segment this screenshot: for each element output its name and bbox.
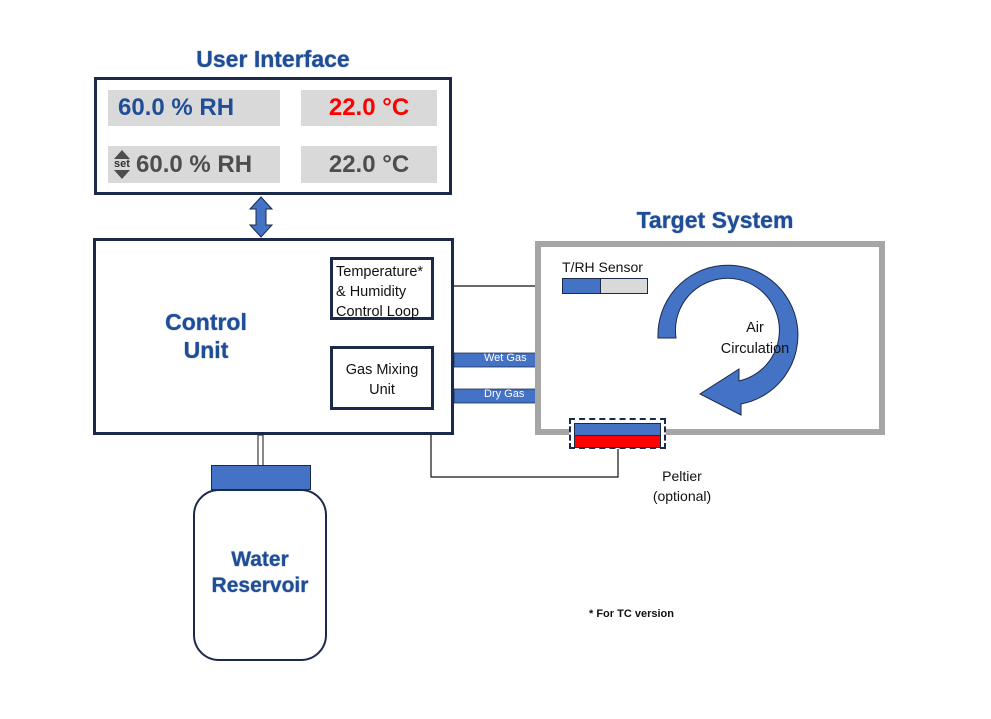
control-loop-line2: & Humidity: [336, 284, 407, 300]
peltier-label: Peltier (optional): [636, 466, 728, 506]
trh-sensor: [562, 278, 648, 294]
air-circulation-line1: Air: [746, 320, 764, 336]
reservoir-cap: [211, 465, 311, 490]
water-reservoir: [193, 489, 327, 661]
temperature-reading: 22.0 °C: [328, 94, 410, 121]
reservoir-label: Water Reservoir: [193, 547, 327, 599]
temperature-reading-display: 22.0 °C: [301, 90, 437, 126]
gas-mixing-line1: Gas Mixing: [345, 362, 419, 378]
user-interface-title: User Interface: [196, 46, 350, 72]
air-circulation-line2: Circulation: [720, 341, 790, 357]
dry-gas-label: Dry Gas: [484, 388, 525, 400]
control-loop-line1: Temperature*: [336, 264, 424, 280]
control-loop-box: Temperature* & Humidity Control Loop: [330, 257, 434, 320]
air-circulation-label: Air Circulation: [700, 318, 810, 360]
peltier-line2: (optional): [652, 488, 712, 504]
peltier-element: [569, 418, 666, 449]
footnote: * For TC version: [589, 608, 674, 620]
reservoir-line1: Water: [231, 548, 289, 571]
reservoir-pipe: [257, 434, 264, 467]
gas-mixing-line2: Unit: [369, 382, 395, 398]
control-unit-title: Control Unit: [136, 308, 276, 364]
reservoir-line2: Reservoir: [211, 574, 309, 597]
sensor-label: T/RH Sensor: [562, 259, 643, 275]
control-unit-title-line1: Control: [165, 309, 247, 335]
wet-gas-label: Wet Gas: [484, 352, 527, 364]
arrow-down-icon[interactable]: [114, 170, 130, 179]
control-unit-title-line2: Unit: [183, 337, 229, 363]
gas-mixing-unit-box: Gas Mixing Unit: [330, 346, 434, 410]
setpoint-stepper[interactable]: set: [110, 150, 134, 179]
control-loop-line3: Control Loop: [336, 304, 420, 320]
temperature-setpoint: 22.0 °C: [328, 150, 410, 178]
set-label: set: [114, 158, 130, 170]
peltier-wire: [430, 435, 619, 478]
arrow-up-icon[interactable]: [114, 150, 130, 159]
humidity-setpoint: 60.0 % RH: [136, 150, 253, 178]
humidity-reading: 60.0 % RH: [118, 94, 235, 121]
humidity-setpoint-display[interactable]: set 60.0 % RH: [108, 146, 280, 183]
temperature-setpoint-display[interactable]: 22.0 °C: [301, 146, 437, 183]
bidirectional-arrow-icon: [248, 196, 274, 238]
user-interface-panel: 60.0 % RH 22.0 °C set 60.0 % RH 22.0 °C: [94, 77, 452, 195]
peltier-line1: Peltier: [662, 468, 702, 484]
control-unit-box: Control Unit Temperature* & Humidity Con…: [93, 238, 454, 435]
target-system-title: Target System: [636, 207, 794, 233]
humidity-reading-display: 60.0 % RH: [108, 90, 280, 126]
